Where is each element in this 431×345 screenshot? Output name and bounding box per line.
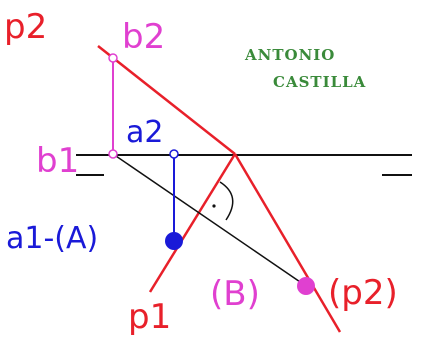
label-p2-paren: (p2) bbox=[328, 273, 398, 313]
label-B: (B) bbox=[210, 274, 260, 314]
label-b2: b2 bbox=[122, 17, 165, 57]
label-p1: p1 bbox=[128, 297, 171, 337]
point-a1 bbox=[165, 232, 183, 250]
angle-arc bbox=[219, 181, 234, 221]
point-b2 bbox=[108, 53, 118, 63]
trace-p2-line bbox=[97, 45, 236, 155]
label-p2-top: p2 bbox=[4, 7, 47, 47]
label-b1: b1 bbox=[36, 141, 79, 181]
trace-p1-line bbox=[148, 153, 237, 293]
point-p2-rotated bbox=[297, 277, 315, 295]
point-a2 bbox=[169, 149, 179, 159]
angle-dot bbox=[212, 204, 216, 208]
trace-p2-rotated-line bbox=[233, 153, 342, 333]
point-b1 bbox=[108, 149, 118, 159]
label-a2: a2 bbox=[126, 115, 163, 150]
label-a1-A: a1-(A) bbox=[6, 221, 98, 256]
rotation-line bbox=[112, 153, 307, 287]
credit-line-2: CASTILLA bbox=[273, 73, 366, 91]
credit-line-1: ANTONIO bbox=[244, 46, 335, 64]
